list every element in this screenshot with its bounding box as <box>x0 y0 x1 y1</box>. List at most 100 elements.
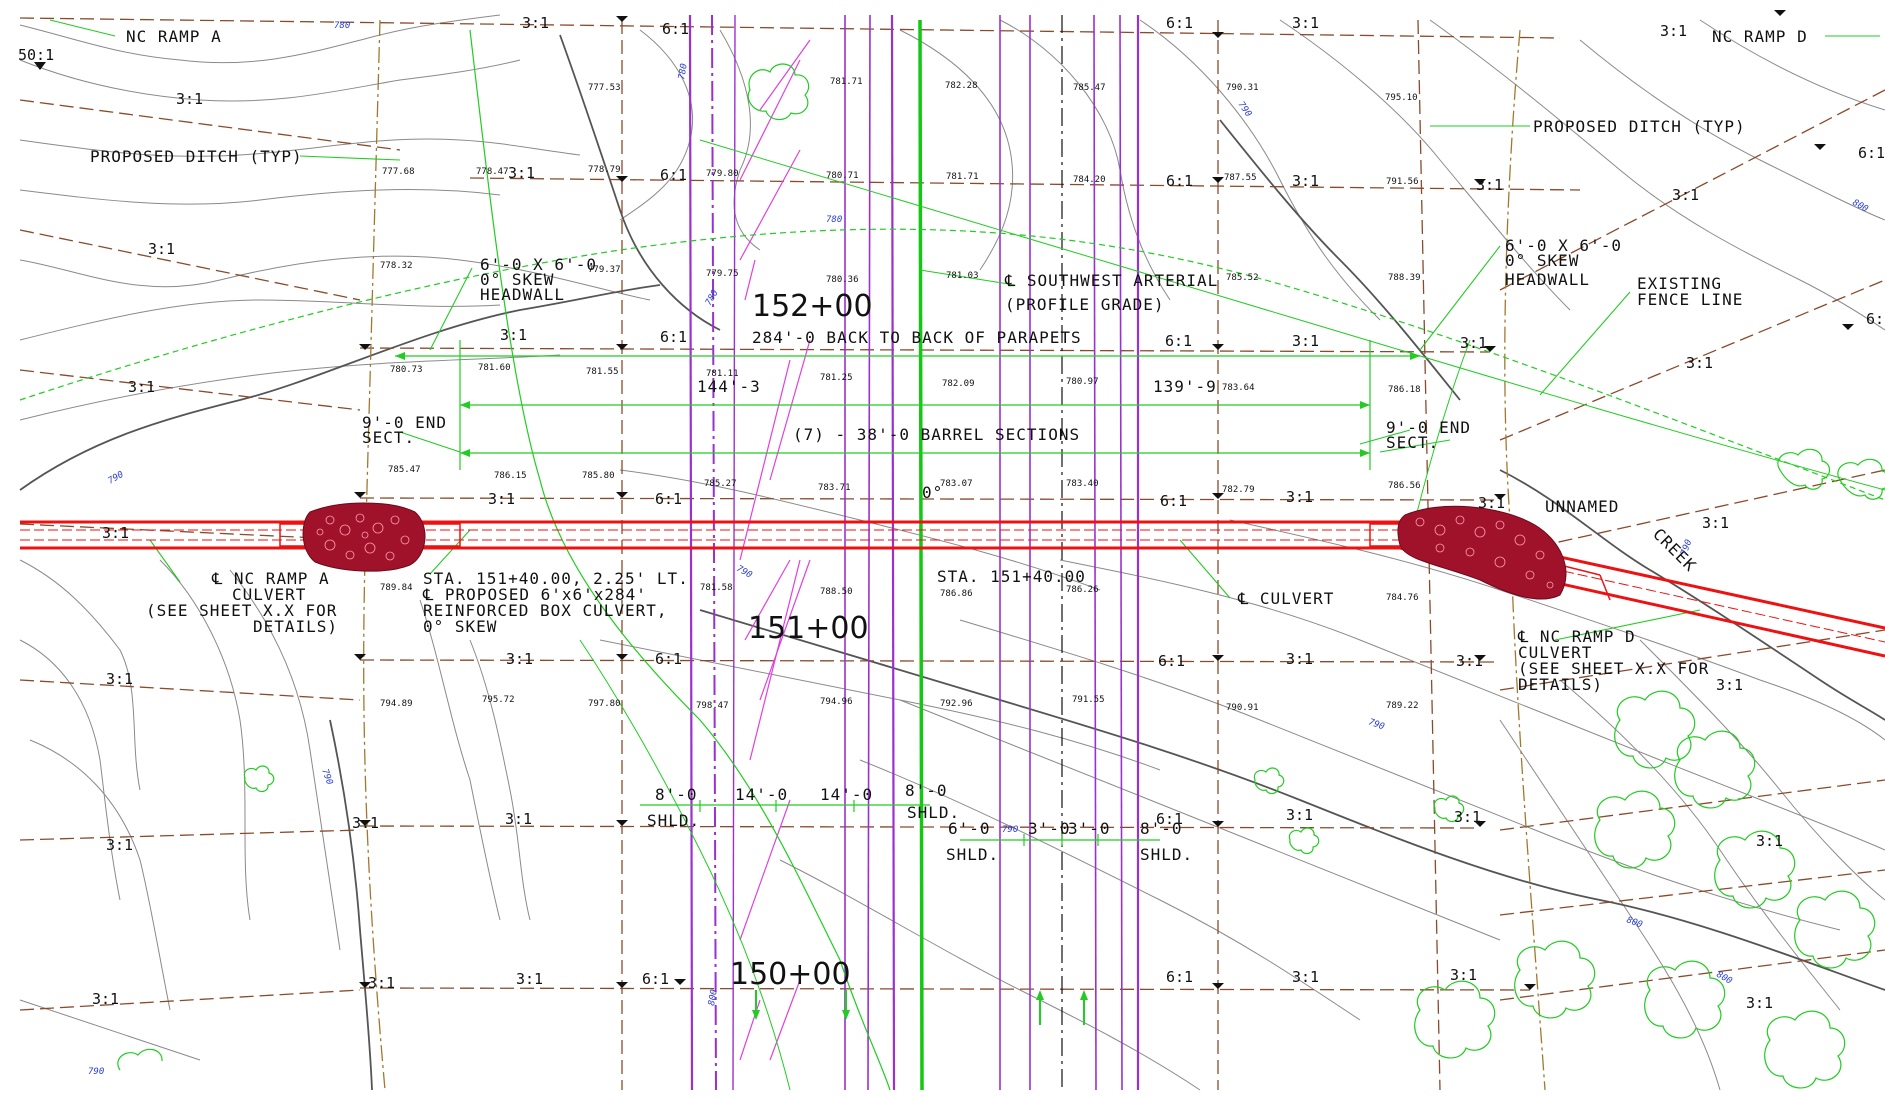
spot-elevation: 781.55 <box>586 367 619 377</box>
terrain-contours <box>19 14 1885 1091</box>
slope-3-1: 3:1 <box>1702 514 1729 532</box>
slope-3-1: 3:1 <box>1286 488 1313 506</box>
slope-3-1: 3:1 <box>522 14 549 32</box>
station-151: 151+00 <box>748 611 869 646</box>
slope-3-1: 3:1 <box>148 240 175 258</box>
slope-3-1: 3:1 <box>1292 14 1319 32</box>
spot-elevation: 786.86 <box>940 589 973 599</box>
end-left-line2: SECT. <box>362 428 415 447</box>
spot-elevation: 786.26 <box>1066 585 1099 595</box>
station-150: 150+00 <box>730 957 851 992</box>
arterial-line1: ℄ SOUTHWEST ARTERIAL <box>1004 271 1218 290</box>
ramp-d-culvert-line4: DETAILS) <box>1518 675 1603 694</box>
spot-elevation: 779.75 <box>706 269 739 279</box>
culvert-centerline-label: ℄ CULVERT <box>1237 589 1334 608</box>
slope-3-1: 3:1 <box>1292 332 1319 350</box>
slope-3-1: 3:1 <box>1716 676 1743 694</box>
contour-label: 800 <box>1715 970 1734 987</box>
slope-3-1: 3:1 <box>368 974 395 992</box>
headwall-left-line1: 6'-0 X 6'-0 <box>480 255 597 274</box>
spot-elevation: 794.96 <box>820 697 853 707</box>
existing-fence-line <box>19 228 1885 501</box>
arterial-line2: (PROFILE GRADE) <box>1005 295 1165 314</box>
slope-6-1: 6:1 <box>655 650 682 668</box>
parapets-dimension: 284'-0 BACK TO BACK OF PARAPETS <box>752 328 1082 347</box>
proposed-ditch-right: PROPOSED DITCH (TYP) <box>1533 117 1746 136</box>
profile-grade-line <box>918 19 924 1091</box>
spot-elevation: 783.40 <box>1066 479 1099 489</box>
spot-elevation: 780.97 <box>1066 377 1099 387</box>
slope-arrow-markers <box>34 10 1854 990</box>
fence-line-2 <box>699 139 1885 491</box>
ramp-a-label: NC RAMP A <box>126 27 222 46</box>
skew-mark: 0° <box>922 483 943 502</box>
ramp-a-culvert-line3: (SEE SHEET X.X FOR <box>146 601 337 620</box>
shld-6-label: SHLD. <box>946 845 999 864</box>
contour-label: 800 <box>1625 915 1644 930</box>
riprap-left <box>302 502 426 572</box>
shld-right-label: SHLD. <box>1140 845 1193 864</box>
spot-elevation: 788.50 <box>820 587 853 597</box>
slope-3-1: 3:1 <box>1756 832 1783 850</box>
box-culvert-line4: 0° SKEW <box>423 617 497 636</box>
headwall-right-line2: 0° SKEW <box>1505 251 1579 270</box>
spot-elevation: 783.64 <box>1222 383 1255 393</box>
proposed-ditch-left: PROPOSED DITCH (TYP) <box>90 147 303 166</box>
spot-elevation: 795.10 <box>1385 93 1418 103</box>
slope-6-1: 6:1 <box>660 328 687 346</box>
slope-3-1: 3:1 <box>1286 806 1313 824</box>
slope-6-1: 6:1 <box>1166 14 1193 32</box>
spot-elevation: 779.80 <box>706 169 739 179</box>
slope-3-1: 3:1 <box>1454 808 1481 826</box>
ramp-d-label: NC RAMP D <box>1712 27 1808 46</box>
unnamed-label: UNNAMED <box>1545 497 1619 516</box>
slope-3-1: 3:1 <box>506 650 533 668</box>
slope-6-1: 6:1 <box>662 20 689 38</box>
slope-3-1: 3:1 <box>1686 354 1713 372</box>
spot-elevation: 781.58 <box>700 583 733 593</box>
spot-elevation: 785.27 <box>704 479 737 489</box>
shld-6: 6'-0 <box>948 819 991 838</box>
slope-3-1: 3:1 <box>1660 22 1687 40</box>
station-152: 152+00 <box>752 289 873 324</box>
spot-elevation: 781.60 <box>478 363 511 373</box>
contour-label: 790 <box>107 470 126 487</box>
median-3-b: 3'-0 <box>1068 819 1111 838</box>
dim-left: 144'-3 <box>697 377 761 396</box>
spot-elevation: 789.84 <box>380 583 413 593</box>
spot-elevation: 777.53 <box>588 83 621 93</box>
spot-elevation: 782.79 <box>1222 485 1255 495</box>
slope-3-1: 3:1 <box>106 836 133 854</box>
spot-elevation: 784.20 <box>1073 175 1106 185</box>
spot-elevation: 789.22 <box>1386 701 1419 711</box>
contour-label: 800 <box>707 989 720 1007</box>
callout-leaders <box>49 19 1880 641</box>
headwall-left-line3: HEADWALL <box>480 285 565 304</box>
slope-6-1: 6:1 <box>1166 172 1193 190</box>
spot-elevation: 783.07 <box>940 479 973 489</box>
spot-elevation: 781.71 <box>830 77 863 87</box>
slope-3-1: 3:1 <box>128 378 155 396</box>
ramp-d-culvert-line2: CULVERT <box>1518 643 1592 662</box>
index-contours <box>19 34 1885 1091</box>
spot-elevation: 781.25 <box>820 373 853 383</box>
slope-3-1: 3:1 <box>92 990 119 1008</box>
spot-elevation: 780.73 <box>390 365 423 375</box>
slope-6-1: 6:1 <box>1156 810 1183 828</box>
slope-6-1: 6:1 <box>1858 144 1885 162</box>
slope-6-1: 6:1 <box>1160 492 1187 510</box>
shld-mid-label: SHLD. <box>907 803 960 822</box>
ramp-a-culvert-line4: DETAILS) <box>253 617 338 636</box>
barrel-sections: (7) - 38'-0 BARREL SECTIONS <box>793 425 1080 444</box>
slope-3-1: 3:1 <box>516 970 543 988</box>
contour-label: 780 <box>826 215 842 225</box>
slope-3-1: 3:1 <box>176 90 203 108</box>
spot-elevation: 797.80 <box>588 699 621 709</box>
spot-elevation: 785.47 <box>388 465 421 475</box>
slope-3-1: 3:1 <box>106 670 133 688</box>
box-culvert-line2: ℄ PROPOSED 6'x6'x284' <box>422 585 647 604</box>
slope-3-1: 3:1 <box>1672 186 1699 204</box>
slope-labels: 50:1 3:1 6:1 6:1 3:1 3:1 3:1 3:1 6:1 6:1… <box>18 14 1885 1012</box>
spot-elevation: 798.47 <box>696 701 729 711</box>
